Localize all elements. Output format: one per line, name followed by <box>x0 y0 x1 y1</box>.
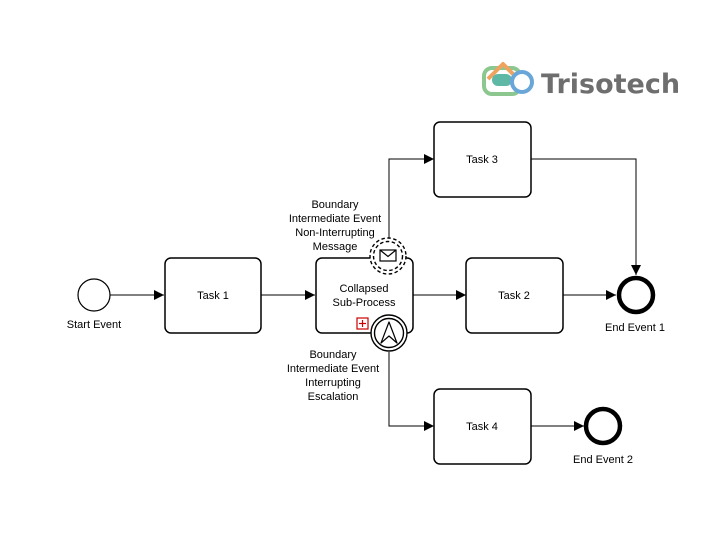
task-4-box[interactable] <box>433 388 532 465</box>
flow-message-to-task3[interactable] <box>388 154 434 238</box>
escalation-icon <box>380 321 398 344</box>
collapsed-subprocess[interactable]: Collapsed Sub-Process <box>315 257 414 334</box>
task-3-label: Task 3 <box>466 154 498 166</box>
boundary-escalation-label: Boundary Intermediate Event Interrupting… <box>287 349 379 403</box>
boundary-message-label-line1: Boundary <box>311 199 359 211</box>
subprocess-box[interactable] <box>315 257 414 334</box>
task-2-box[interactable] <box>465 257 564 334</box>
task-1-box[interactable] <box>164 257 262 334</box>
boundary-escalation-label-line2: Intermediate Event <box>287 363 379 375</box>
task-2[interactable]: Task 2 <box>465 257 564 334</box>
task-3-box[interactable] <box>433 121 532 198</box>
trisotech-logo-text: Trisotech <box>541 69 680 100</box>
end-event-2-circle[interactable] <box>583 406 623 446</box>
end-event-2[interactable]: End Event 2 <box>573 406 633 466</box>
trisotech-logo: Trisotech <box>482 62 680 100</box>
task-4-label: Task 4 <box>466 421 498 433</box>
boundary-message-label: Boundary Intermediate Event Non-Interrup… <box>289 199 381 253</box>
boundary-escalation-label-line4: Escalation <box>308 391 359 403</box>
boundary-escalation-label-line3: Interrupting <box>305 377 361 389</box>
subprocess-label-line1: Collapsed <box>340 283 389 295</box>
task-1[interactable]: Task 1 <box>164 257 262 334</box>
start-event-circle[interactable] <box>77 278 111 312</box>
end-event-1-circle[interactable] <box>616 275 656 315</box>
sequence-flows <box>110 154 641 431</box>
task-1-label: Task 1 <box>197 290 229 302</box>
trisotech-logo-icon <box>482 62 534 96</box>
end-event-1[interactable]: End Event 1 <box>605 275 665 334</box>
boundary-message-event[interactable] <box>369 237 407 275</box>
end-event-1-label: End Event 1 <box>605 322 665 334</box>
boundary-escalation-label-line1: Boundary <box>309 349 357 361</box>
task-4[interactable]: Task 4 <box>433 388 532 465</box>
start-event[interactable]: Start Event <box>67 278 121 331</box>
task-3[interactable]: Task 3 <box>433 121 532 198</box>
start-event-label: Start Event <box>67 319 121 331</box>
flow-task3-to-end1[interactable] <box>531 158 641 275</box>
boundary-escalation-event[interactable] <box>370 314 408 352</box>
boundary-message-label-line2: Intermediate Event <box>289 213 381 225</box>
boundary-message-label-line3: Non-Interrupting <box>295 227 375 239</box>
plus-icon[interactable] <box>356 317 369 330</box>
task-2-label: Task 2 <box>498 290 530 302</box>
subprocess-label-line2: Sub-Process <box>333 297 396 309</box>
end-event-2-label: End Event 2 <box>573 454 633 466</box>
boundary-message-label-line4: Message <box>313 241 358 253</box>
envelope-icon <box>379 249 397 262</box>
flow-escalation-to-task4[interactable] <box>388 352 434 431</box>
